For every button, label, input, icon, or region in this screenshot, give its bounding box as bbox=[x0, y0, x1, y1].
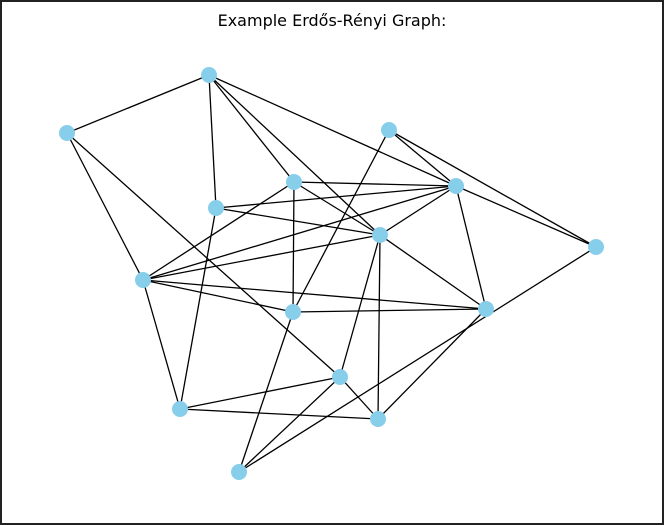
edges-layer bbox=[66, 74, 597, 473]
edge-n1-n11 bbox=[66, 132, 341, 378]
edge-n1-n7 bbox=[66, 132, 144, 281]
node-n14 bbox=[231, 464, 247, 480]
edge-n0-n5 bbox=[208, 74, 457, 187]
node-n3 bbox=[286, 174, 302, 190]
edge-n6-n13 bbox=[377, 234, 381, 420]
node-n1 bbox=[59, 125, 75, 141]
node-n13 bbox=[370, 411, 386, 427]
node-n10 bbox=[588, 239, 604, 255]
edge-n6-n11 bbox=[339, 234, 381, 378]
edge-n8-n9 bbox=[292, 308, 487, 313]
edge-n7-n9 bbox=[142, 279, 487, 310]
edge-n0-n4 bbox=[208, 74, 217, 209]
edge-n2-n5 bbox=[388, 129, 457, 187]
node-n2 bbox=[381, 122, 397, 138]
node-n6 bbox=[372, 227, 388, 243]
edge-n11-n14 bbox=[238, 376, 341, 473]
edge-n0-n3 bbox=[208, 74, 295, 183]
node-n0 bbox=[201, 67, 217, 83]
edge-n5-n10 bbox=[455, 185, 597, 248]
edge-n0-n1 bbox=[66, 74, 210, 134]
node-n12 bbox=[172, 401, 188, 417]
node-n5 bbox=[448, 178, 464, 194]
edge-n11-n13 bbox=[339, 376, 379, 420]
edge-n5-n7 bbox=[142, 185, 457, 281]
edge-n6-n7 bbox=[142, 234, 381, 281]
edge-n7-n8 bbox=[142, 279, 294, 313]
nodes-layer bbox=[59, 67, 604, 480]
node-n9 bbox=[478, 301, 494, 317]
edge-n4-n12 bbox=[179, 207, 217, 410]
edge-n10-n14 bbox=[238, 246, 597, 473]
edge-n5-n6 bbox=[379, 185, 457, 236]
edge-n4-n5 bbox=[215, 185, 457, 209]
edge-n12-n13 bbox=[179, 408, 379, 420]
edge-n11-n12 bbox=[179, 376, 341, 410]
edge-n3-n6 bbox=[293, 181, 381, 236]
edge-n6-n9 bbox=[379, 234, 487, 310]
node-n11 bbox=[332, 369, 348, 385]
edge-n3-n8 bbox=[292, 181, 295, 313]
edge-n4-n6 bbox=[215, 207, 381, 236]
edge-n3-n5 bbox=[293, 181, 457, 187]
edge-n5-n9 bbox=[455, 185, 487, 310]
graph-title: Example Erdős-Rényi Graph: bbox=[217, 11, 447, 30]
edge-n7-n12 bbox=[142, 279, 181, 410]
node-n4 bbox=[208, 200, 224, 216]
edge-n0-n6 bbox=[208, 74, 381, 236]
edge-n3-n7 bbox=[142, 181, 295, 281]
node-n7 bbox=[135, 272, 151, 288]
edge-n2-n10 bbox=[388, 129, 597, 248]
edge-n9-n13 bbox=[377, 308, 487, 420]
node-n8 bbox=[285, 304, 301, 320]
